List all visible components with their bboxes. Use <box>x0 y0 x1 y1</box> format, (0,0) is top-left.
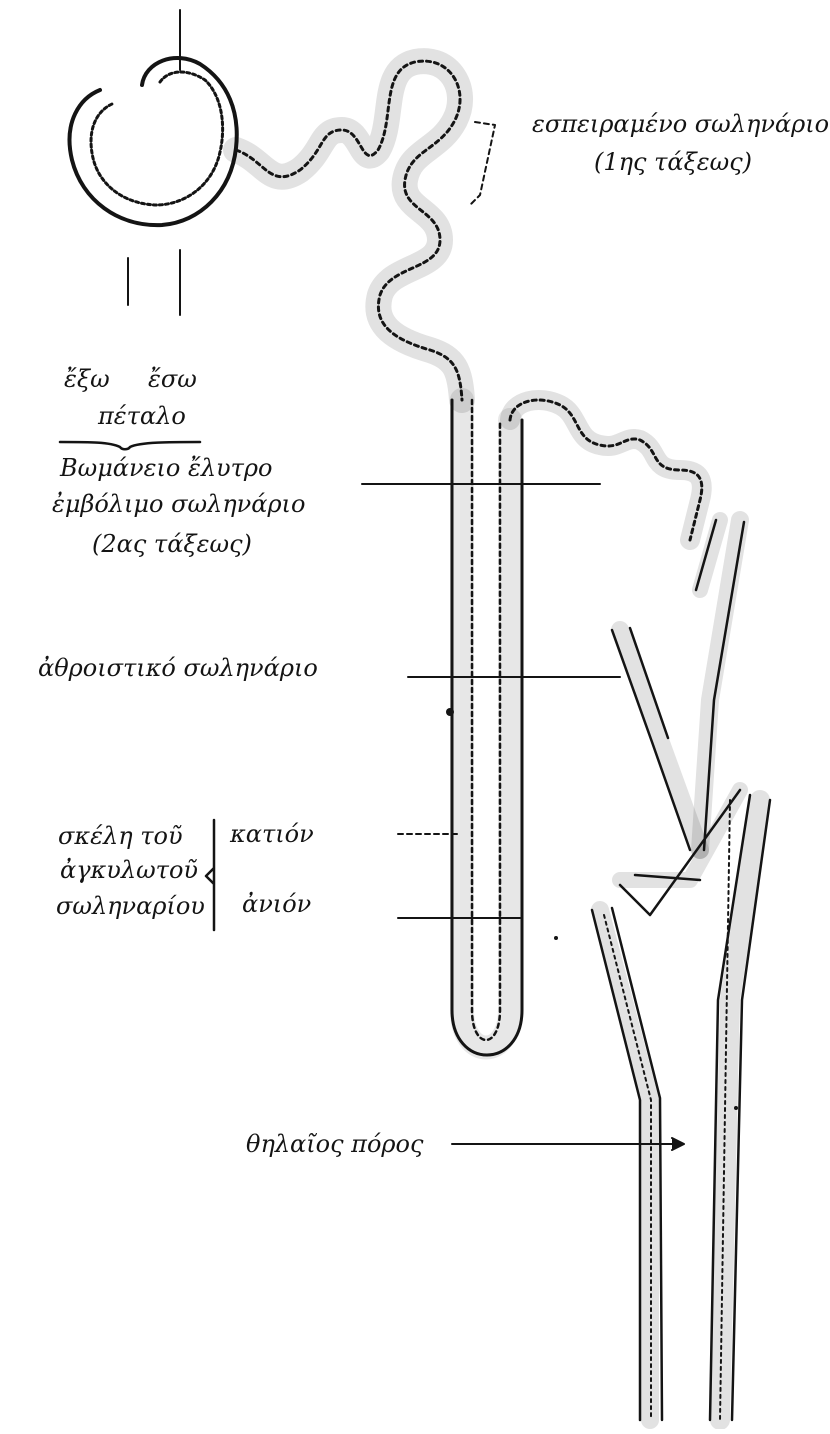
loop-of-henle <box>452 400 522 1055</box>
limbs-brace <box>206 820 214 930</box>
petal-brace <box>60 442 200 449</box>
label-convoluted-tubule-1: εσπειραμένο σωληνάριο <box>532 112 829 136</box>
label-limbs-2: ἀγκυλωτοῦ <box>60 858 198 882</box>
label-bowman-capsule: Βωμάνειο ἔλυτρο <box>60 456 272 480</box>
distal-convoluted-tubule <box>510 400 702 540</box>
proximal-convoluted-tubule <box>236 61 462 400</box>
label-outer: ἔξω <box>64 367 110 391</box>
label-limbs-3: σωληναρίου <box>56 894 205 918</box>
label-inner: ἔσω <box>148 367 197 391</box>
label-limbs-1: σκέλη τοῦ <box>58 824 183 848</box>
label-papillary-duct: θηλαῖος πόρος <box>246 1132 423 1156</box>
collecting-duct-system <box>592 520 770 1420</box>
label-convoluted-order: (1ης τάξεως) <box>594 150 752 174</box>
label-intercalated-tubule: ἐμβόλιμο σωληνάριο <box>52 492 305 516</box>
label-petal: πέταλο <box>98 404 186 428</box>
label-intercalated-order: (2ας τάξεως) <box>92 532 252 556</box>
bowman-capsule <box>70 10 237 315</box>
label-collecting-tubule: ἀθροιστικό σωληνάριο <box>38 656 318 680</box>
label-ascending-limb: ἀνιόν <box>242 892 311 916</box>
label-descending-limb: κατιόν <box>230 822 314 846</box>
